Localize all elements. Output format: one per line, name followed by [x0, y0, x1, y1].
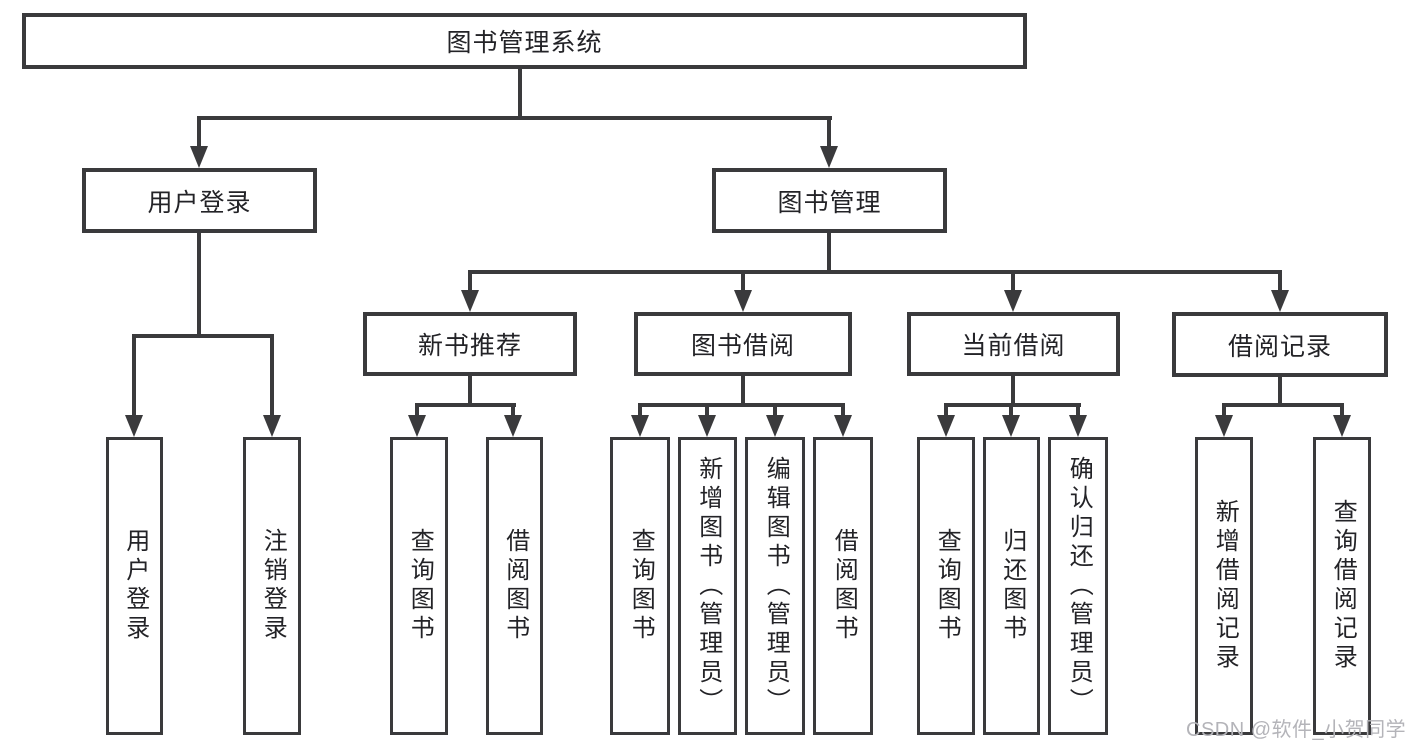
node-label: 查询图书 [627, 528, 655, 644]
node-label: 归还图书 [998, 528, 1026, 644]
node-new-book-recommend: 新书推荐 [363, 312, 577, 376]
connector-g5-hline [1222, 403, 1343, 407]
connector-arrow-line [1076, 403, 1080, 418]
leaf-search-borrow-record: 查询借阅记录 [1313, 437, 1371, 735]
arrow-down-icon [461, 290, 479, 312]
node-label: 新增借阅记录 [1211, 499, 1239, 673]
arrow-down-icon [631, 415, 649, 437]
node-label: 查询图书 [933, 528, 961, 644]
connector-arrow-line [841, 403, 845, 418]
node-current-borrowing: 当前借阅 [907, 312, 1120, 376]
arrow-down-icon [1333, 415, 1351, 437]
arrow-down-icon [263, 415, 281, 437]
connector-arrow-line [705, 403, 709, 418]
connector-arrow-line [1011, 270, 1015, 294]
connector-arrow-line [415, 403, 419, 418]
connector-l3-hline [468, 270, 1282, 274]
connector-arrow-line [741, 270, 745, 294]
connector-arrow-line [1009, 403, 1013, 418]
node-label: 借阅图书 [830, 528, 858, 644]
leaf-user-login: 用户登录 [106, 437, 163, 735]
connector-arrow-line [468, 270, 472, 294]
arrow-down-icon [1004, 290, 1022, 312]
arrow-down-icon [1069, 415, 1087, 437]
connector-arrow-line [944, 403, 948, 418]
leaf-add-book-admin: 新增图书（管理员） [678, 437, 737, 735]
connector-g2-hline [415, 403, 516, 407]
node-borrowing-records: 借阅记录 [1172, 312, 1388, 377]
arrow-down-icon [1002, 415, 1020, 437]
node-label: 当前借阅 [961, 332, 1066, 360]
leaf-return-book: 归还图书 [983, 437, 1040, 735]
leaf-search-books-current: 查询图书 [917, 437, 975, 735]
node-label: 图书借阅 [690, 332, 795, 360]
node-book-borrowing: 图书借阅 [634, 312, 852, 376]
connector-arrow-line [1222, 403, 1226, 418]
node-label: 注销登录 [259, 528, 287, 644]
connector-arrow-line [827, 116, 831, 150]
arrow-down-icon [190, 146, 208, 168]
connector-arrow-line [132, 334, 136, 418]
node-label: 查询借阅记录 [1329, 499, 1357, 673]
leaf-confirm-return-admin: 确认归还（管理员） [1048, 437, 1108, 735]
leaf-borrow-books: 借阅图书 [813, 437, 873, 735]
node-label: 借阅图书 [501, 528, 529, 644]
csdn-watermark: CSDN @软件_小贺同学 [1186, 719, 1405, 741]
connector-g1-hline [132, 334, 274, 338]
node-label: 图书管理系统 [446, 29, 603, 57]
leaf-edit-book-admin: 编辑图书（管理员） [745, 437, 805, 735]
connector-root-stem [518, 69, 522, 119]
arrow-down-icon [1215, 415, 1233, 437]
arrow-down-icon [125, 415, 143, 437]
connector-stem [741, 376, 745, 407]
connector-l2-hline [197, 116, 832, 120]
node-label: 借阅记录 [1227, 332, 1332, 361]
arrow-down-icon [834, 415, 852, 437]
node-label: 编辑图书（管理员） [762, 455, 790, 717]
node-label: 图书管理 [777, 188, 882, 217]
leaf-search-books-borrow: 查询图书 [610, 437, 670, 735]
connector-arrow-line [197, 116, 201, 150]
node-library-system: 图书管理系统 [22, 13, 1027, 69]
arrow-down-icon [734, 290, 752, 312]
arrow-down-icon [766, 415, 784, 437]
node-label: 新增图书（管理员） [694, 455, 722, 717]
node-label: 用户登录 [121, 528, 149, 644]
node-label: 用户登录 [147, 188, 252, 217]
node-book-management: 图书管理 [712, 168, 947, 233]
arrow-down-icon [504, 415, 522, 437]
leaf-search-books-recommend: 查询图书 [390, 437, 448, 735]
node-label: 确认归还（管理员） [1065, 455, 1093, 717]
leaf-add-borrow-record: 新增借阅记录 [1195, 437, 1253, 735]
connector-stem [1011, 376, 1015, 407]
connector-arrow-line [1278, 270, 1282, 294]
connector-arrow-line [1340, 403, 1344, 418]
connector-userlogin-stem [197, 233, 201, 336]
leaf-logout: 注销登录 [243, 437, 301, 735]
arrow-down-icon [698, 415, 716, 437]
arrow-down-icon [937, 415, 955, 437]
connector-arrow-line [270, 334, 274, 418]
connector-stem [1278, 376, 1282, 407]
arrow-down-icon [408, 415, 426, 437]
leaf-borrow-books-recommend: 借阅图书 [486, 437, 543, 735]
node-user-login: 用户登录 [82, 168, 317, 233]
connector-stem [468, 376, 472, 407]
arrow-down-icon [1271, 290, 1289, 312]
connector-g3-hline [638, 403, 845, 407]
node-label: 新书推荐 [417, 332, 522, 360]
connector-arrow-line [638, 403, 642, 418]
arrow-down-icon [820, 146, 838, 168]
node-label: 查询图书 [406, 528, 434, 644]
connector-arrow-line [773, 403, 777, 418]
connector-bookmgmt-stem [827, 233, 831, 274]
connector-arrow-line [511, 403, 515, 418]
